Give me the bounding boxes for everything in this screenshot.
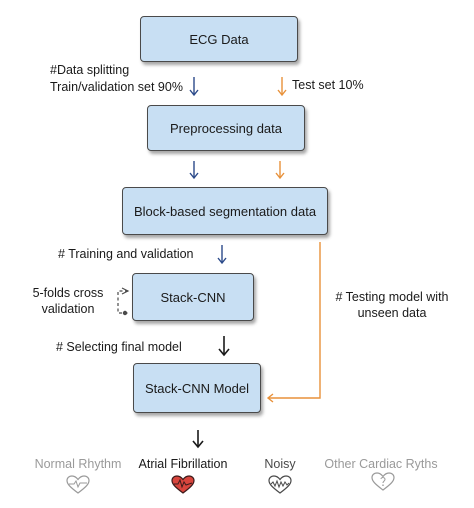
- stack-cnn-model-label: Stack-CNN Model: [144, 380, 250, 396]
- heart-noisy-icon: [268, 475, 292, 494]
- outcome-normal-rhythm: Normal Rhythm: [34, 457, 122, 471]
- five-folds-line-2: validation: [41, 302, 95, 316]
- segmentation-label: Block-based segmentation data: [133, 203, 317, 219]
- data-splitting-label: #Data splitting: [50, 63, 130, 77]
- stack-cnn-box: Stack-CNN: [132, 273, 254, 321]
- testing-label: # Testing model with unseen data: [326, 289, 458, 321]
- stack-cnn-model-box: Stack-CNN Model: [133, 363, 261, 413]
- heart-ecg-icon: [66, 475, 90, 494]
- train-validation-label: Train/validation set 90%: [50, 80, 183, 94]
- select-arrow: [218, 336, 230, 357]
- crossval-loop: [117, 287, 130, 316]
- train-arrow-3: [217, 245, 227, 265]
- five-folds-line-1: 5-folds cross: [32, 286, 104, 300]
- preprocessing-box: Preprocessing data: [147, 105, 305, 151]
- testing-line-2: unseen data: [357, 306, 427, 320]
- testing-line-1: # Testing model with: [335, 290, 449, 304]
- train-arrow-2: [189, 161, 199, 180]
- selecting-label: # Selecting final model: [56, 340, 182, 354]
- output-arrow: [192, 430, 204, 449]
- preprocessing-label: Preprocessing data: [169, 120, 282, 136]
- stack-cnn-label: Stack-CNN: [160, 289, 226, 305]
- outcome-noisy: Noisy: [264, 457, 296, 471]
- test-arrow-2: [275, 161, 285, 180]
- heart-afib-icon: [171, 475, 195, 494]
- heart-question-icon: [371, 472, 395, 491]
- segmentation-box: Block-based segmentation data: [122, 187, 328, 235]
- test-arrow-1: [277, 77, 287, 97]
- ecg-data-box: ECG Data: [140, 16, 298, 62]
- test-set-label: Test set 10%: [292, 78, 364, 92]
- train-arrow-1: [189, 77, 199, 97]
- outcome-other-cardiac: Other Cardiac Ryths: [324, 457, 438, 471]
- training-validation-label: # Training and validation: [58, 247, 194, 261]
- outcome-atrial-fibrillation: Atrial Fibrillation: [138, 457, 228, 471]
- ecg-data-label: ECG Data: [189, 31, 249, 47]
- five-folds-label: 5-folds cross validation: [20, 285, 116, 317]
- testing-path: [266, 242, 321, 403]
